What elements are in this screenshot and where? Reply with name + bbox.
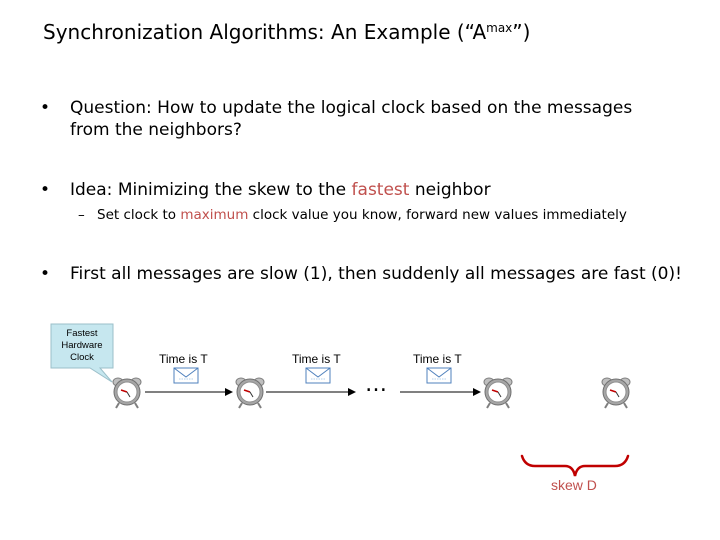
- message-label: Time is T: [292, 352, 341, 366]
- bullet-marker: •: [40, 98, 51, 118]
- alarm-clock-icon: [235, 377, 265, 409]
- message-label: Time is T: [413, 352, 462, 366]
- message-label: Time is T: [159, 352, 208, 366]
- skew-brace: [520, 454, 630, 477]
- bullet-marker: •: [40, 264, 51, 284]
- sub-bullet-text: Set clock to maximum clock value you kno…: [97, 207, 627, 223]
- bullet-idea: • Idea: Minimizing the skew to the faste…: [40, 179, 680, 203]
- highlight-fastest: fastest: [351, 180, 410, 200]
- callout-bubble: [50, 323, 114, 383]
- alarm-clock-icon: [112, 377, 142, 409]
- callout-label: Fastest Hardware Clock: [61, 328, 103, 363]
- slide-title: Synchronization Algorithms: An Example (…: [43, 20, 531, 44]
- sub-bullet-marker: –: [78, 207, 85, 223]
- bullet-text: Question: How to update the logical cloc…: [70, 98, 633, 140]
- highlight-maximum: maximum: [180, 207, 249, 223]
- bullet-text: Idea: Minimizing the skew to the fastest…: [70, 180, 491, 200]
- bullet-marker: •: [40, 180, 51, 200]
- alarm-clock-icon: [601, 377, 631, 409]
- envelope-icon: [305, 367, 331, 384]
- ellipsis: …: [365, 372, 388, 397]
- sub-bullet: – Set clock to maximum clock value you k…: [78, 207, 627, 223]
- envelope-icon: [426, 367, 452, 384]
- bullet-text: First all messages are slow (1), then su…: [70, 264, 682, 284]
- skew-label: skew D: [551, 477, 597, 493]
- envelope-icon: [173, 367, 199, 384]
- clock-chain-diagram: [50, 323, 631, 477]
- alarm-clock-icon: [483, 377, 513, 409]
- bullet-question: • Question: How to update the logical cl…: [40, 97, 680, 147]
- bullet-messages: • First all messages are slow (1), then …: [40, 263, 690, 287]
